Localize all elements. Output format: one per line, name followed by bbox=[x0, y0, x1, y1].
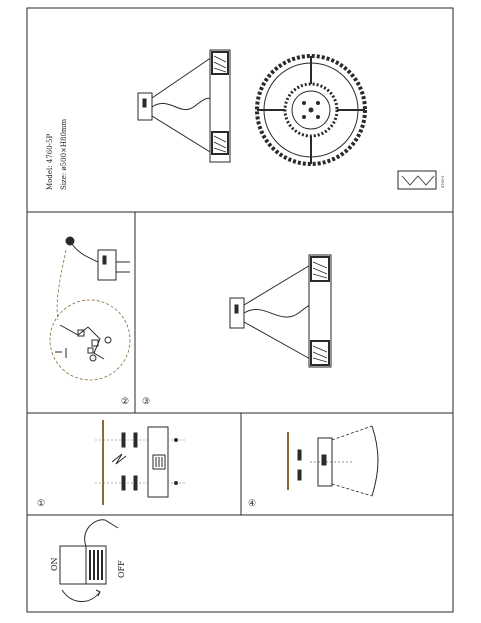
crystal-tag-label: 4760-5 bbox=[441, 176, 445, 188]
model-label: Model: 4760-5P bbox=[46, 134, 54, 190]
step-marker-1: ① bbox=[37, 499, 45, 509]
switch-on-label: ON bbox=[50, 557, 59, 571]
crystal-tag: 4760-5 bbox=[397, 170, 445, 190]
step-marker-2: ② bbox=[121, 397, 129, 407]
size-label: Size: ø500×H80mm bbox=[60, 118, 68, 190]
switch-off-label: OFF bbox=[117, 560, 126, 578]
lamp-side-view bbox=[137, 49, 231, 163]
step-marker-3: ③ bbox=[142, 397, 150, 407]
bracket-mount-panel bbox=[95, 420, 185, 505]
step-marker-4: ④ bbox=[248, 499, 256, 509]
canopy-mount-panel bbox=[287, 425, 379, 497]
power-switch-panel bbox=[59, 519, 119, 602]
lamp-assembled-panel bbox=[229, 254, 332, 368]
wiring-panel bbox=[49, 236, 131, 381]
product-overview-panel: Model: 4760-5P Size: ø500×H80mm bbox=[46, 49, 445, 190]
outer-border bbox=[26, 7, 454, 613]
ring-top-view bbox=[255, 54, 367, 166]
